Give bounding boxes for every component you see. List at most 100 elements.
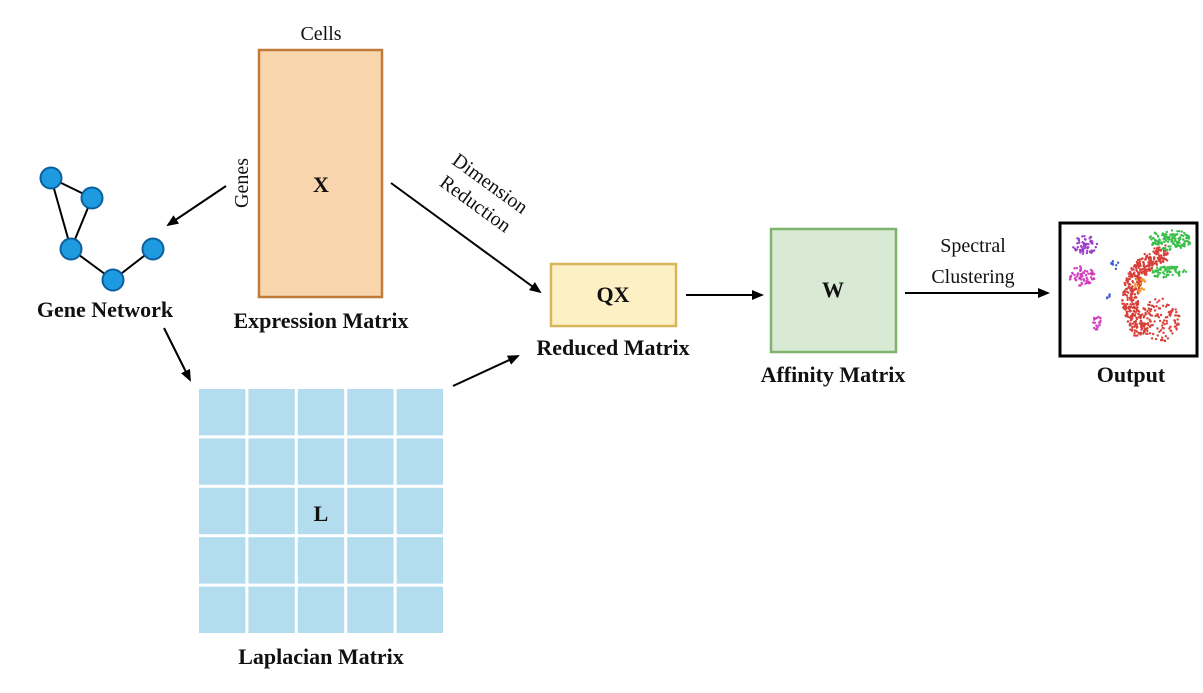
scatter-point: [1140, 268, 1144, 271]
scatter-point: [1073, 267, 1076, 270]
scatter-point: [1148, 253, 1151, 256]
scatter-point: [1142, 270, 1146, 273]
scatter-point: [1164, 258, 1167, 261]
scatter-point: [1129, 322, 1132, 325]
scatter-point: [1137, 271, 1140, 274]
scatter-point: [1136, 280, 1139, 284]
scatter-point: [1164, 335, 1168, 338]
scatter-point: [1126, 281, 1129, 284]
scatter-point: [1086, 249, 1089, 252]
scatter-point: [1154, 298, 1157, 301]
scatter-point: [1137, 284, 1140, 288]
scatter-point: [1144, 313, 1148, 316]
scatter-point: [1169, 245, 1172, 248]
scatter-point: [1153, 251, 1157, 255]
scatter-point: [1133, 288, 1136, 292]
scatter-point: [1169, 325, 1172, 328]
scatter-point: [1133, 331, 1136, 335]
scatter-point: [1170, 234, 1173, 237]
scatter-point: [1177, 237, 1180, 240]
scatter-point: [1158, 254, 1161, 257]
scatter-point: [1078, 248, 1082, 252]
scatter-point: [1124, 308, 1127, 311]
scatter-point: [1159, 329, 1163, 332]
scatter-point: [1173, 234, 1177, 238]
scatter-point: [1158, 330, 1161, 333]
scatter-point: [1165, 235, 1168, 239]
scatter-point: [1162, 252, 1166, 255]
scatter-point: [1106, 296, 1109, 299]
scatter-point: [1153, 231, 1157, 235]
scatter-point: [1164, 239, 1168, 242]
scatter-point: [1129, 316, 1132, 319]
scatter-point: [1168, 327, 1171, 330]
scatter-point: [1182, 269, 1186, 272]
scatter-point: [1088, 281, 1092, 285]
scatter-point: [1133, 293, 1137, 296]
scatter-point: [1126, 320, 1130, 323]
scatter-point: [1080, 246, 1084, 249]
scatter-point: [1155, 270, 1159, 273]
scatter-point: [1187, 237, 1191, 240]
scatter-point: [1094, 246, 1098, 249]
scatter-point: [1129, 319, 1133, 322]
scatter-point: [1163, 236, 1166, 239]
scatter-point: [1164, 233, 1167, 236]
scatter-point: [1170, 229, 1174, 232]
scatter-point: [1177, 230, 1181, 233]
scatter-point: [1116, 261, 1120, 264]
arrow-laplacian-to-reduced: [452, 355, 520, 387]
laplacian-cell: [248, 389, 295, 436]
scatter-point: [1138, 288, 1141, 292]
scatter-point: [1126, 298, 1129, 301]
scatter-point: [1078, 241, 1081, 244]
scatter-point: [1156, 327, 1159, 330]
scatter-point: [1175, 265, 1179, 269]
scatter-point: [1129, 303, 1132, 306]
scatter-point: [1161, 324, 1164, 327]
scatter-point: [1139, 282, 1142, 285]
laplacian-cell: [396, 586, 443, 633]
scatter-point: [1115, 264, 1118, 267]
scatter-point: [1096, 325, 1099, 328]
scatter-point: [1132, 302, 1136, 306]
scatter-point: [1084, 242, 1087, 246]
scatter-point: [1135, 260, 1139, 264]
scatter-point: [1153, 309, 1157, 312]
scatter-point: [1163, 319, 1166, 322]
scatter-point: [1126, 302, 1129, 306]
scatter-point: [1176, 244, 1180, 247]
scatter-point: [1108, 295, 1111, 298]
scatter-point: [1182, 243, 1185, 247]
scatter-point: [1141, 313, 1144, 316]
scatter-point: [1170, 267, 1174, 270]
scatter-point: [1131, 285, 1134, 288]
scatter-point: [1089, 239, 1093, 242]
laplacian-symbol: L: [314, 501, 329, 526]
scatter-point: [1135, 324, 1138, 327]
scatter-point: [1080, 278, 1083, 281]
scatter-point: [1085, 276, 1088, 279]
affinity-matrix-box: [769, 227, 898, 354]
gene-network-graph-icon: [39, 166, 165, 292]
scatter-point: [1133, 313, 1137, 317]
laplacian-cell: [347, 389, 394, 436]
scatter-point: [1165, 305, 1168, 308]
scatter-point: [1079, 267, 1083, 270]
scatter-point: [1154, 337, 1158, 341]
scatter-point: [1093, 277, 1096, 281]
scatter-point: [1134, 264, 1137, 267]
scatter-point: [1131, 290, 1135, 293]
scatter-point: [1183, 240, 1187, 243]
scatter-point: [1143, 280, 1147, 283]
scatter-point: [1148, 236, 1152, 239]
scatter-point: [1142, 316, 1146, 319]
scatter-point: [1071, 272, 1074, 275]
scatter-point: [1165, 248, 1169, 252]
reduced-symbol: QX: [597, 282, 630, 307]
scatter-point: [1130, 267, 1133, 270]
scatter-point: [1076, 272, 1080, 275]
scatter-point: [1149, 320, 1152, 323]
scatter-point: [1093, 321, 1097, 324]
scatter-point: [1179, 246, 1183, 250]
